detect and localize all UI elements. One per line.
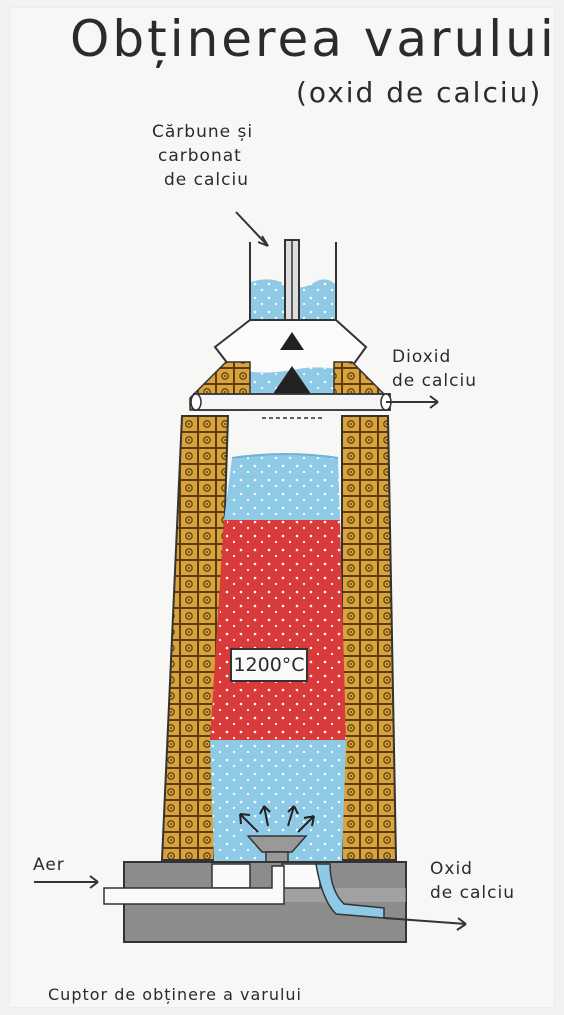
dioxid-label-line1: Dioxid [392, 345, 477, 369]
aer-label: Aer [33, 853, 65, 877]
input-label-line2: carbonat [152, 144, 253, 168]
right-kiln-wall [342, 416, 396, 860]
kiln-base [104, 862, 406, 942]
dioxid-arrow [386, 396, 438, 408]
input-label: Cărbune și carbonat de calciu [152, 120, 253, 192]
dioxid-label: Dioxid de calciu [392, 345, 477, 393]
input-label-line1: Cărbune și [152, 120, 253, 144]
dioxid-label-line2: de calciu [392, 369, 477, 393]
feed-hopper [250, 240, 336, 332]
oxid-label: Oxid de calciu [430, 857, 515, 905]
input-arrow [236, 212, 268, 246]
caption: Cuptor de obținere a varului [48, 983, 302, 1007]
flue-pipe [194, 394, 390, 410]
temperature-label: 1200°C [230, 648, 308, 682]
aer-arrow [34, 876, 98, 888]
oxid-label-line2: de calciu [430, 881, 515, 905]
oxid-label-line1: Oxid [430, 857, 515, 881]
input-label-line3: de calciu [152, 168, 253, 192]
